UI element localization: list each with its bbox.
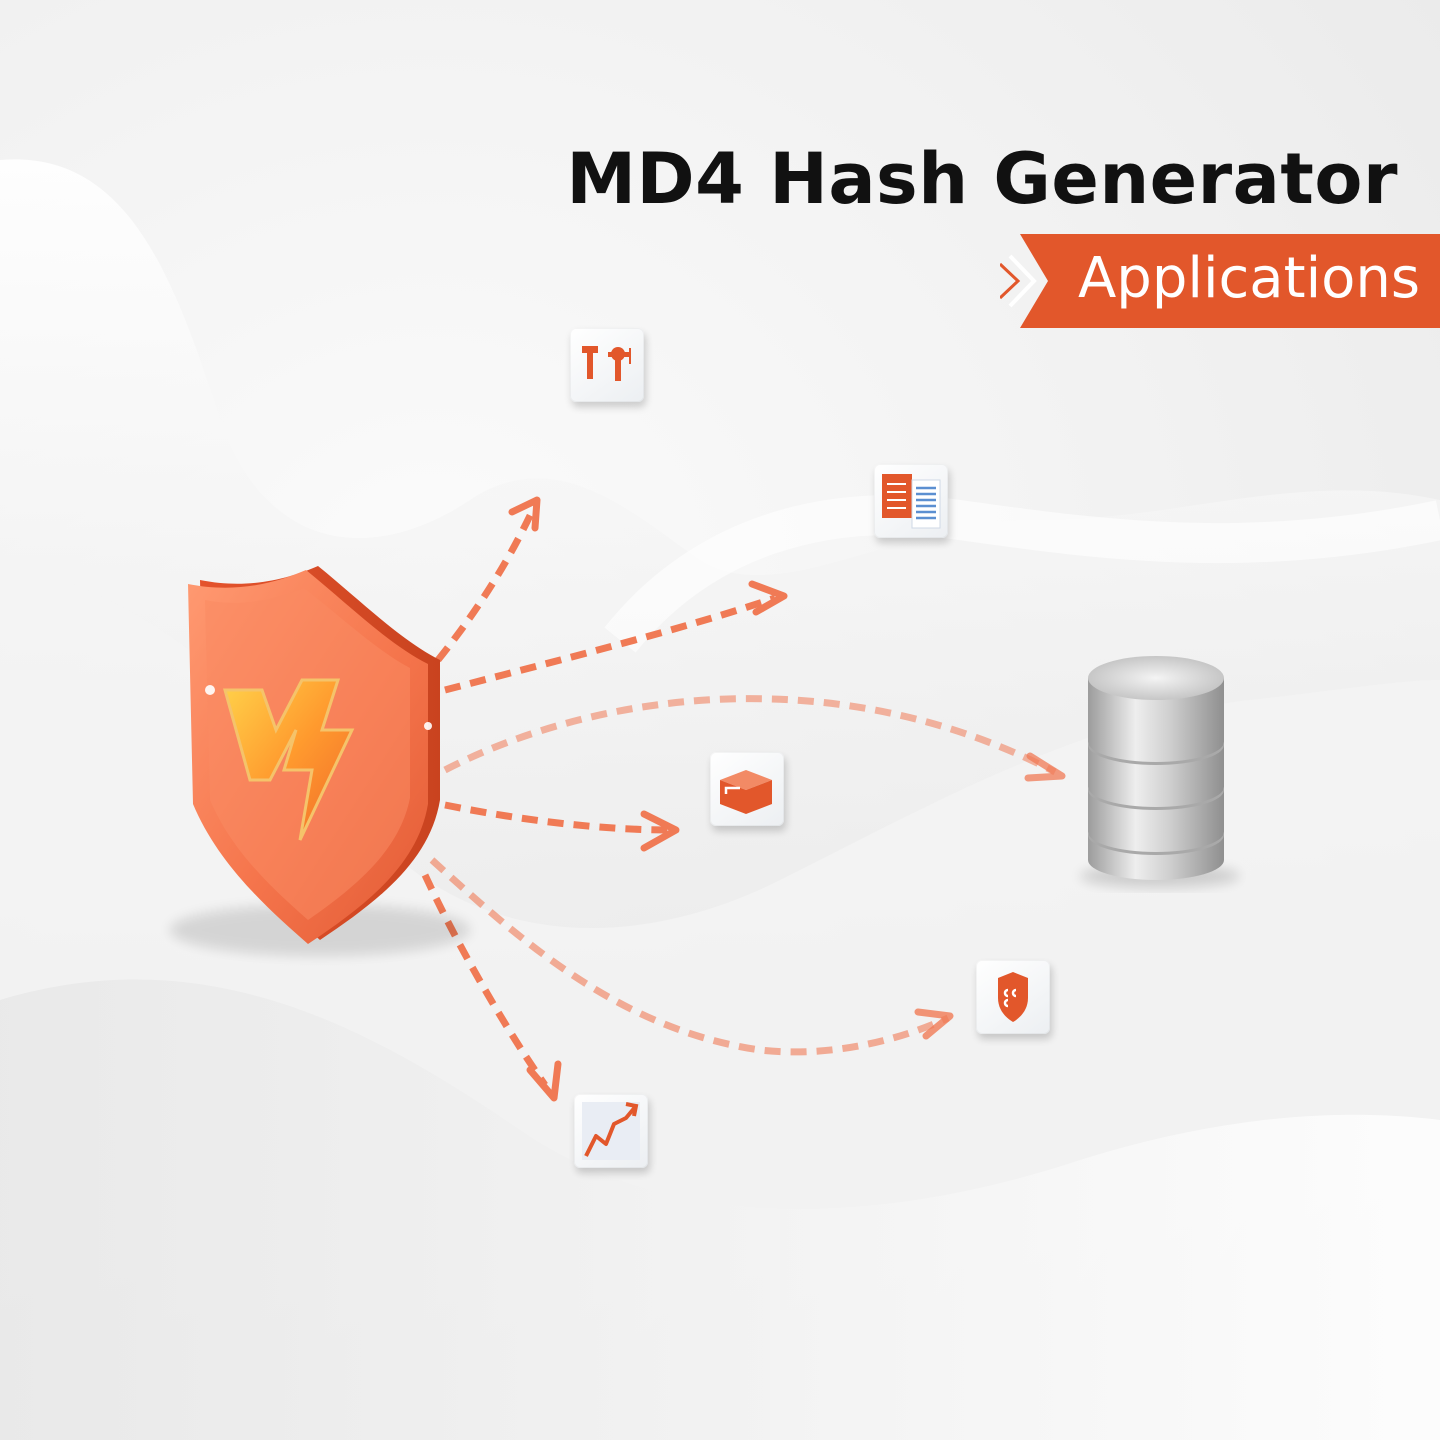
ribbon-banner xyxy=(1020,234,1440,328)
tools-icon xyxy=(582,346,631,381)
arrowhead-chart xyxy=(526,1060,562,1102)
ribbon-chevron-icon xyxy=(1000,262,1021,300)
database-icon xyxy=(1080,656,1240,888)
arrowhead-box xyxy=(640,810,680,852)
document-list-icon xyxy=(882,474,941,529)
security-shield-tile xyxy=(976,960,1050,1034)
arrow-to-tools xyxy=(435,503,539,663)
trend-chart-tile xyxy=(574,1094,648,1168)
trend-chart-icon xyxy=(582,1102,640,1160)
arrowhead-database xyxy=(1024,752,1066,782)
document-list-tile xyxy=(874,464,948,538)
box-tile xyxy=(710,752,784,826)
arrow-to-box xyxy=(444,801,671,834)
ribbon-chevron-inner-icon xyxy=(1008,254,1037,308)
arrowhead-documents xyxy=(748,580,788,616)
tools-tile xyxy=(570,328,644,402)
security-shield-icon xyxy=(998,972,1028,1022)
page-title: MD4 Hash Generator xyxy=(566,138,1398,220)
arrow-to-documents xyxy=(444,594,777,694)
arrow-to-shield-tile xyxy=(429,857,950,1056)
box-icon xyxy=(720,770,772,814)
arrow-to-database xyxy=(443,695,1057,776)
arrowhead-shield-tile xyxy=(914,1008,954,1040)
shield-lightning-icon xyxy=(170,566,470,956)
subtitle-ribbon xyxy=(1000,234,1440,328)
arrowhead-tools xyxy=(508,496,541,532)
page-subtitle: Applications xyxy=(1078,246,1421,311)
arrow-to-chart xyxy=(421,873,548,1087)
